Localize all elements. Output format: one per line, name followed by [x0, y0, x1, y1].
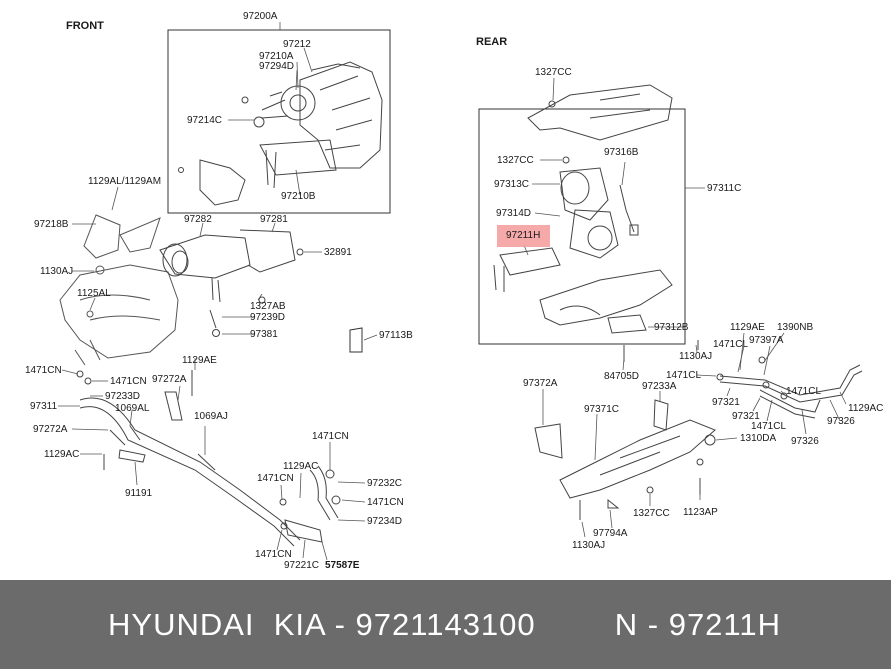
part-label[interactable]: 1069AL [115, 403, 150, 414]
part-label[interactable]: 97397A [749, 335, 784, 346]
part-label[interactable]: 97282 [184, 214, 212, 225]
part-label[interactable]: 97371C [584, 404, 620, 415]
part-label[interactable]: 1129AC [848, 403, 884, 414]
part-label[interactable]: 84705D [604, 371, 640, 382]
part-label[interactable]: 1471CN [110, 376, 147, 387]
part-label[interactable]: 91191 [125, 488, 153, 499]
part-label[interactable]: 57587E [325, 560, 360, 571]
engine-drawing [59, 214, 179, 366]
parts-diagram [58, 22, 863, 561]
duct-drawing [159, 229, 304, 337]
part-label[interactable]: 97232C [367, 478, 403, 489]
part-label[interactable]: 97326 [791, 436, 819, 447]
floor-cover-drawing [534, 399, 716, 520]
part-label[interactable]: 97200A [243, 11, 278, 22]
part-label[interactable]: 1327CC [497, 155, 534, 166]
heater-unit-drawing [178, 61, 383, 206]
part-label[interactable]: 97316B [604, 147, 639, 158]
diagram-reference-number: N - 97211H [614, 606, 781, 642]
part-label[interactable]: 97321 [712, 397, 740, 408]
part-label[interactable]: 1471CN [312, 431, 349, 442]
part-label[interactable]: 97221C [284, 560, 320, 571]
heater-hose-drawing [76, 370, 341, 547]
part-label[interactable]: 1471CL [786, 386, 822, 397]
part-label[interactable]: 1130AJ [679, 351, 713, 362]
part-label[interactable]: 97212 [283, 39, 311, 50]
part-label[interactable]: 97233D [105, 391, 141, 402]
part-label[interactable]: 97218B [34, 219, 69, 230]
part-label[interactable]: 97210A [259, 51, 294, 62]
part-label[interactable]: 1129AE [182, 355, 217, 366]
part-label[interactable]: 97233A [642, 381, 677, 392]
part-number-footer: HYUNDAI KIA - 9721143100 N - 97211H [0, 580, 891, 669]
part-label[interactable]: 97272A [33, 424, 68, 435]
part-label[interactable]: 1129AC [44, 449, 80, 460]
part-label[interactable]: 97311 [30, 401, 58, 412]
part-label[interactable]: 97239D [250, 312, 286, 323]
part-label[interactable]: 1471CN [255, 549, 292, 560]
part-label[interactable]: 1130AJ [572, 540, 606, 551]
leader-lines [58, 22, 847, 561]
part-label[interactable]: 97214C [187, 115, 223, 126]
part-label[interactable]: 1129AE [730, 322, 765, 333]
part-label[interactable]: 1471CL [751, 421, 787, 432]
highlighted-part-label[interactable]: 97211H [506, 230, 541, 241]
part-label[interactable]: 97281 [260, 214, 288, 225]
part-label[interactable]: 97321 [732, 411, 760, 422]
part-label[interactable]: 1069AJ [194, 411, 228, 422]
heater-unit-box [167, 29, 391, 214]
part-label[interactable]: 1129AC [283, 461, 319, 472]
part-label[interactable]: 1327AB [250, 301, 286, 312]
rear-heater-box [478, 108, 686, 345]
section-front-label: FRONT [66, 20, 104, 32]
part-label[interactable]: 1390NB [777, 322, 814, 333]
brand-part-number: HYUNDAI KIA - 9721143100 [108, 606, 536, 642]
part-label[interactable]: 1123AP [683, 507, 718, 518]
part-label[interactable]: 1471CL [713, 339, 749, 350]
part-label[interactable]: 97234D [367, 516, 403, 527]
part-label[interactable]: 32891 [324, 247, 352, 258]
highlighted-part-marker [497, 225, 550, 247]
rear-heater-drawing [493, 84, 673, 334]
part-label[interactable]: 1471CN [25, 365, 62, 376]
clip-97113B [349, 327, 363, 353]
part-label[interactable]: 1130AJ [40, 266, 74, 277]
part-label[interactable]: 1471CL [666, 370, 702, 381]
part-label[interactable]: 1310DA [740, 433, 777, 444]
part-label[interactable]: 97311C [707, 183, 742, 194]
part-label[interactable]: 1471CN [367, 497, 404, 508]
part-label[interactable]: 97381 [250, 329, 278, 340]
part-label[interactable]: 97372A [523, 378, 558, 389]
part-label[interactable]: 1125AL [77, 288, 111, 299]
part-label[interactable]: 97113B [379, 330, 413, 341]
part-label[interactable]: 97312B [654, 322, 689, 333]
part-label[interactable]: 97313C [494, 179, 530, 190]
part-label[interactable]: 97294D [259, 61, 295, 72]
diagram-area: FRONT REAR 97200A 97212 97210A 97294D 97… [25, 11, 884, 571]
part-label[interactable]: 1327CC [633, 508, 670, 519]
part-label[interactable]: 1129AL/1129AM [88, 176, 162, 187]
part-label[interactable]: 1471CN [257, 473, 294, 484]
part-label[interactable]: 97326 [827, 416, 855, 427]
part-label[interactable]: 1327CC [535, 67, 572, 78]
part-label[interactable]: 97272A [152, 374, 187, 385]
part-label[interactable]: 97314D [496, 208, 532, 219]
part-label[interactable]: 97210B [281, 191, 316, 202]
part-label[interactable]: 97794A [593, 528, 628, 539]
section-rear-label: REAR [476, 36, 508, 48]
